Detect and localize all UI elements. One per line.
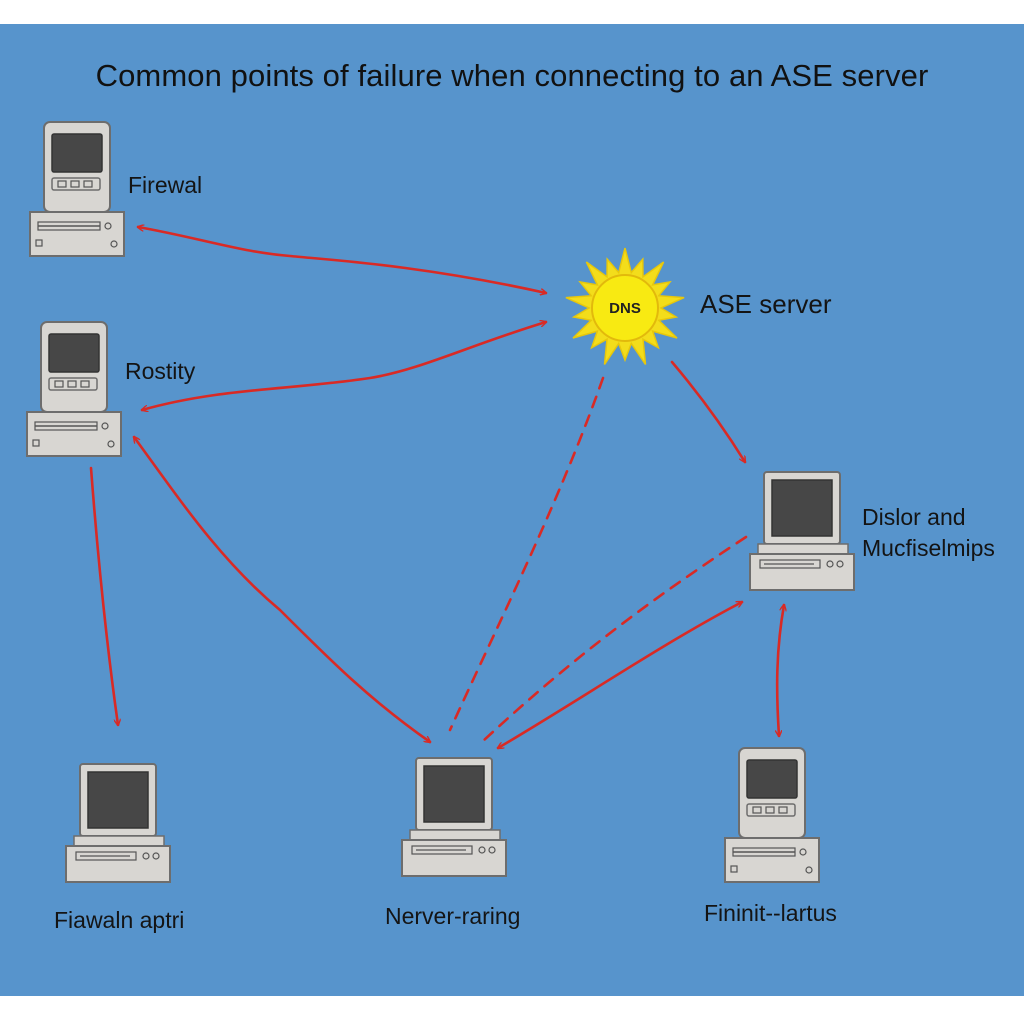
dns-badge-circle	[591, 274, 659, 342]
dislor-node-label-line2: Mucfiselmips	[862, 535, 995, 561]
connection-arrows	[89, 227, 784, 748]
desktop-computer-icon	[724, 747, 820, 883]
desktop-computer-icon	[29, 121, 125, 257]
connection-n4-n7	[777, 605, 784, 738]
device-nodes	[26, 121, 855, 883]
fiawaln-node-label: Fiawaln aptri	[54, 907, 185, 933]
firewall-node-label: Firewal	[128, 172, 203, 198]
desktop-computer-icon	[26, 321, 122, 457]
connection-dns-n4	[670, 360, 745, 462]
dislor-node-label-line1: Dislor and	[862, 504, 966, 530]
connection-n4-n6	[498, 600, 742, 748]
fininit-node-label: Fininit--lartus	[704, 900, 837, 926]
nerver-node-label: Nerver-raring	[385, 903, 521, 929]
connection-dns-n1	[138, 227, 546, 293]
desktop-computer-icon	[401, 757, 507, 877]
rostity-node-label: Rostity	[125, 358, 196, 384]
ase-server-label: ASE server	[700, 289, 832, 319]
connection-n2-n5	[89, 466, 118, 725]
dns-node: DNS	[565, 247, 685, 365]
desktop-computer-icon	[749, 471, 855, 591]
connection-n2-n6	[134, 437, 430, 742]
connection-dns-n2	[142, 322, 546, 410]
connection-dns-n6	[448, 376, 605, 732]
diagram-title: Common points of failure when connecting…	[95, 58, 929, 93]
desktop-computer-icon	[65, 763, 171, 883]
dns-badge-text: DNS	[609, 300, 641, 317]
connection-n4-n6	[480, 535, 748, 744]
